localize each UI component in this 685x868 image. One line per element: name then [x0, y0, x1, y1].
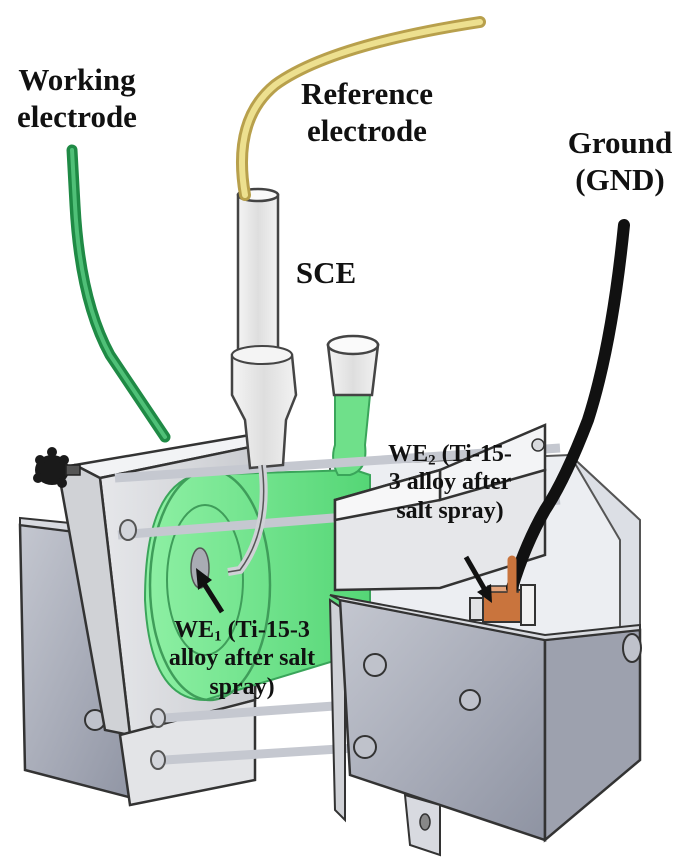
we2-line1: WE2 (Ti-15- — [355, 440, 545, 468]
ground-label: Ground (GND) — [560, 125, 680, 198]
we1-label: WE1 (Ti-15-3 alloy after salt spray) — [132, 616, 352, 701]
ground-wire — [506, 219, 630, 594]
we2-prefix: WE — [388, 441, 429, 467]
reference-electrode-line2: electrode — [307, 112, 427, 148]
reference-electrode-line1: Reference — [301, 76, 433, 111]
we1-line2: alloy after salt — [168, 645, 316, 672]
bolt-icon — [353, 735, 377, 759]
knob-icon — [33, 447, 81, 488]
working-electrode-line1: Working — [18, 62, 136, 97]
ground-line2: (GND) — [575, 161, 665, 197]
sce-label: SCE — [286, 255, 366, 292]
we1-prefix: WE — [174, 617, 215, 643]
bolt-icon — [363, 653, 387, 677]
sce-text: SCE — [295, 255, 357, 290]
we2-line3: salt spray) — [396, 497, 504, 524]
working-electrode-label: Working electrode — [2, 62, 152, 135]
sce-tube — [227, 187, 298, 576]
we1-line1-rest: (Ti-15-3 — [221, 617, 310, 643]
we2-line2: 3 alloy after — [388, 469, 512, 496]
working-electrode-line2: electrode — [17, 98, 137, 134]
right-side-panel — [329, 594, 642, 857]
side-neck — [326, 334, 380, 397]
bolt-icon — [459, 689, 481, 711]
we2-subscript: 2 — [428, 452, 436, 469]
we2-line1-rest: (Ti-15- — [435, 441, 512, 467]
ground-line1: Ground — [567, 125, 673, 160]
reference-electrode-label: Reference electrode — [282, 76, 452, 149]
we1-line1: WE1 (Ti-15-3 — [132, 616, 352, 644]
we2-arrow-icon — [463, 555, 492, 603]
right-end-plate — [328, 423, 547, 823]
bolt-icon — [622, 633, 642, 663]
we2-label: WE2 (Ti-15- 3 alloy after salt spray) — [355, 440, 545, 525]
we1-line3: spray) — [209, 673, 275, 700]
we1-subscript: 1 — [214, 628, 222, 645]
we1-arrow-icon — [196, 568, 225, 614]
